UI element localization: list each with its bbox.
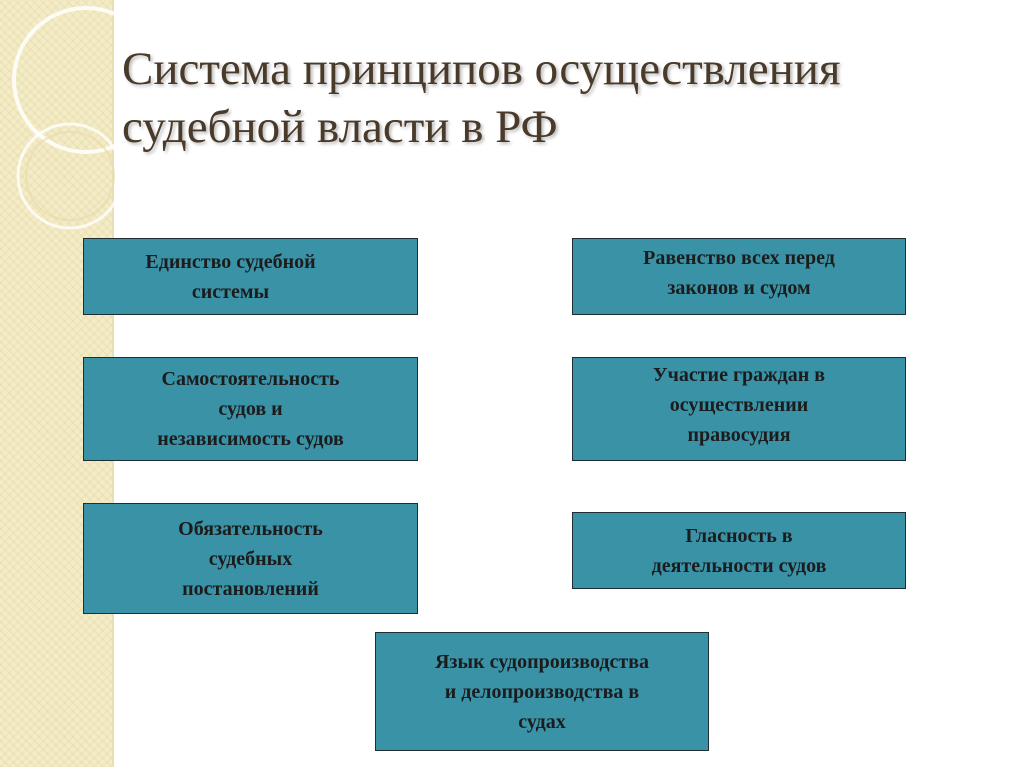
principle-box-citizen-participation: Участие граждан в осуществлении правосуд… — [572, 357, 906, 461]
principle-label: Обязательность судебных постановлений — [178, 517, 323, 600]
principle-label: Гласность в деятельности судов — [651, 524, 827, 577]
principle-box-independence: Самостоятельность судов и независимость … — [83, 357, 418, 461]
principle-label: Самостоятельность судов и независимость … — [157, 368, 344, 450]
principle-label: Язык судопроизводства и делопроизводства… — [434, 650, 649, 733]
slide-title: Система принципов осуществления судебной… — [122, 43, 841, 153]
principle-box-publicity: Гласность в деятельности судов — [572, 512, 906, 589]
principle-label: Равенство всех перед законов и судом — [643, 246, 835, 299]
principle-box-equality: Равенство всех перед законов и судом — [572, 238, 906, 315]
principle-box-unity: Единство судебной системы — [83, 238, 418, 315]
principle-box-language: Язык судопроизводства и делопроизводства… — [375, 632, 709, 751]
principle-box-binding-decisions: Обязательность судебных постановлений — [83, 503, 418, 614]
principle-label: Единство судебной системы — [145, 250, 316, 303]
principle-label: Участие граждан в осуществлении правосуд… — [652, 364, 826, 446]
